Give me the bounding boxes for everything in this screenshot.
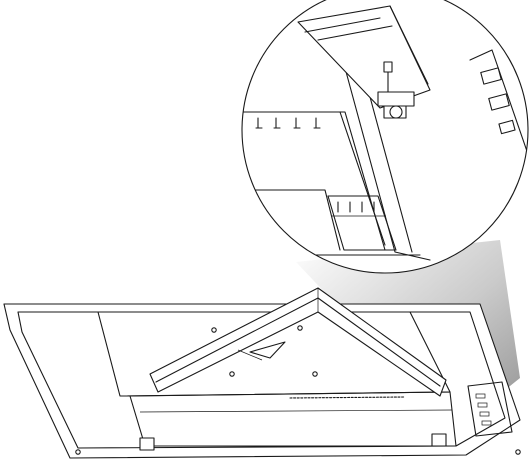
foot-left (140, 438, 154, 450)
foot-right (432, 434, 446, 446)
